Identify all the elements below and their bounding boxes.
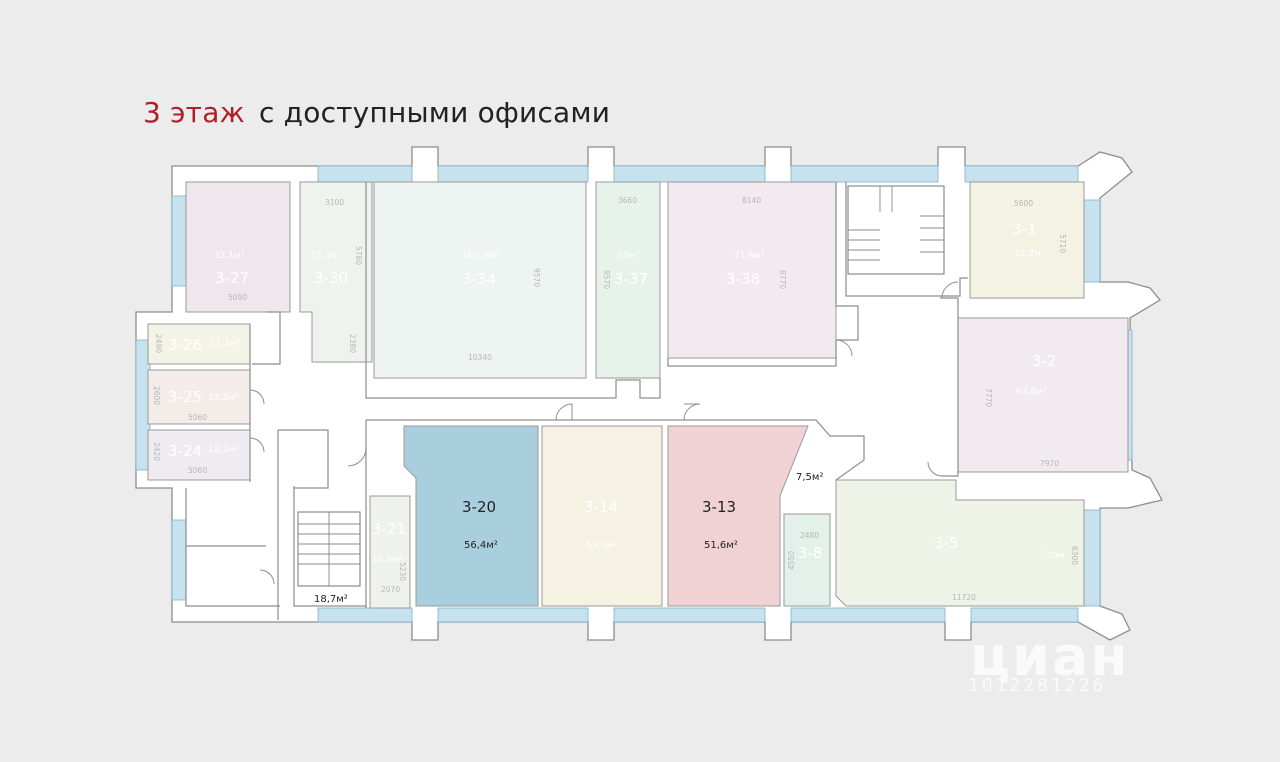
room-3-2[interactable]: [957, 317, 1129, 473]
stair-area-label: 18,7м²: [314, 594, 348, 605]
room-code: 3-38: [726, 270, 760, 288]
room-labels: 3-27 32,1м² 5090 3-30 25,3м² 3100 5780 2…: [152, 196, 1079, 605]
room-area: 70м²: [1046, 551, 1068, 561]
room-dim: 6300: [1070, 546, 1079, 565]
room-code: 3-37: [614, 270, 648, 288]
title-subtitle: с доступными офисами: [258, 96, 611, 129]
room-dim: 5090: [228, 293, 247, 302]
room-dim: 2480: [800, 531, 819, 540]
windows: [135, 165, 1133, 623]
room-code: 3-2: [1032, 352, 1057, 370]
room-area: 71,6м²: [734, 251, 765, 261]
room-3-14[interactable]: [541, 425, 663, 607]
room-code: 3-8: [798, 544, 823, 562]
room-dim: 10340: [468, 353, 492, 362]
room-dim: 2070: [381, 585, 400, 594]
room-dim: 5780: [354, 246, 363, 265]
room-area: 100,3м²: [462, 251, 499, 261]
floor-label: 3 этаж: [143, 96, 245, 129]
room-3-5[interactable]: [835, 479, 1085, 607]
room-3-1[interactable]: [969, 181, 1085, 299]
room-area: 11,1м²: [210, 339, 241, 349]
room-code: 3-34: [462, 270, 496, 288]
stairs-top-right: [847, 185, 945, 275]
room-area: 56,4м²: [464, 540, 498, 551]
room-dim: 8140: [742, 196, 761, 205]
small-room-area-label: 7,5м²: [796, 472, 823, 483]
room-dim: 9570: [602, 270, 611, 289]
room-code: 3-24: [168, 442, 202, 460]
room-3-21[interactable]: [369, 495, 411, 609]
room-code: 3-5: [934, 534, 959, 552]
doors: [249, 281, 959, 585]
room-dim: 2420: [152, 442, 161, 461]
room-area: 32,2м²: [1014, 249, 1045, 259]
room-3-25[interactable]: [147, 369, 251, 425]
room-dim: 7970: [1040, 459, 1059, 468]
room-area: 12,1м²: [208, 445, 239, 455]
room-code: 3-26: [168, 336, 202, 354]
room-dim: 5230: [398, 562, 407, 581]
room-code: 3-20: [462, 498, 496, 516]
room-dim: 11720: [952, 593, 976, 602]
inner-walls: [185, 182, 968, 620]
room-dim: 7770: [984, 388, 993, 407]
room-area: 53,3м²: [586, 541, 617, 551]
room-area: 25,3м²: [310, 251, 341, 261]
room-code: 3-13: [702, 498, 736, 516]
room-code: 3-1: [1012, 220, 1037, 238]
room-area: 51,6м²: [704, 540, 738, 551]
room-code: 3-27: [215, 269, 249, 287]
room-dim: 5600: [1014, 199, 1033, 208]
room-area: 32,1м²: [214, 251, 245, 261]
room-code: 3-30: [314, 269, 348, 287]
room-dim: 2600: [152, 386, 161, 405]
room-3-20[interactable]: [403, 425, 539, 607]
room-area: 10,8м²: [372, 555, 403, 565]
room-area: 35м²: [617, 251, 639, 261]
room-3-8[interactable]: [783, 513, 831, 607]
room-3-38[interactable]: [667, 181, 837, 359]
room-area: 63,8м²: [1016, 387, 1047, 397]
room-3-27[interactable]: [185, 181, 291, 313]
room-dim: 4550: [787, 551, 796, 570]
room-dim: 3100: [325, 198, 344, 207]
room-dim: 9570: [532, 268, 541, 287]
room-code: 3-21: [372, 520, 406, 538]
room-dim: 5710: [1058, 234, 1067, 253]
room-dim: 2380: [348, 334, 357, 353]
room-area: 13,2м²: [208, 393, 239, 403]
room-3-30[interactable]: [299, 181, 373, 363]
stairs-bottom-left: [297, 511, 361, 587]
room-dim: 5060: [188, 413, 207, 422]
room-dim: 3660: [618, 196, 637, 205]
room-3-34[interactable]: [373, 181, 587, 379]
room-dim: 2490: [154, 334, 163, 353]
page-title: 3 этаж с доступными офисами: [143, 96, 610, 129]
room-dim: 8770: [778, 270, 787, 289]
room-code: 3-25: [168, 388, 202, 406]
room-dim: 5060: [188, 466, 207, 475]
room-code: 3-14: [584, 498, 618, 516]
room-3-13[interactable]: [667, 425, 809, 607]
room-3-37[interactable]: [595, 181, 661, 379]
room-3-24[interactable]: [147, 429, 251, 481]
